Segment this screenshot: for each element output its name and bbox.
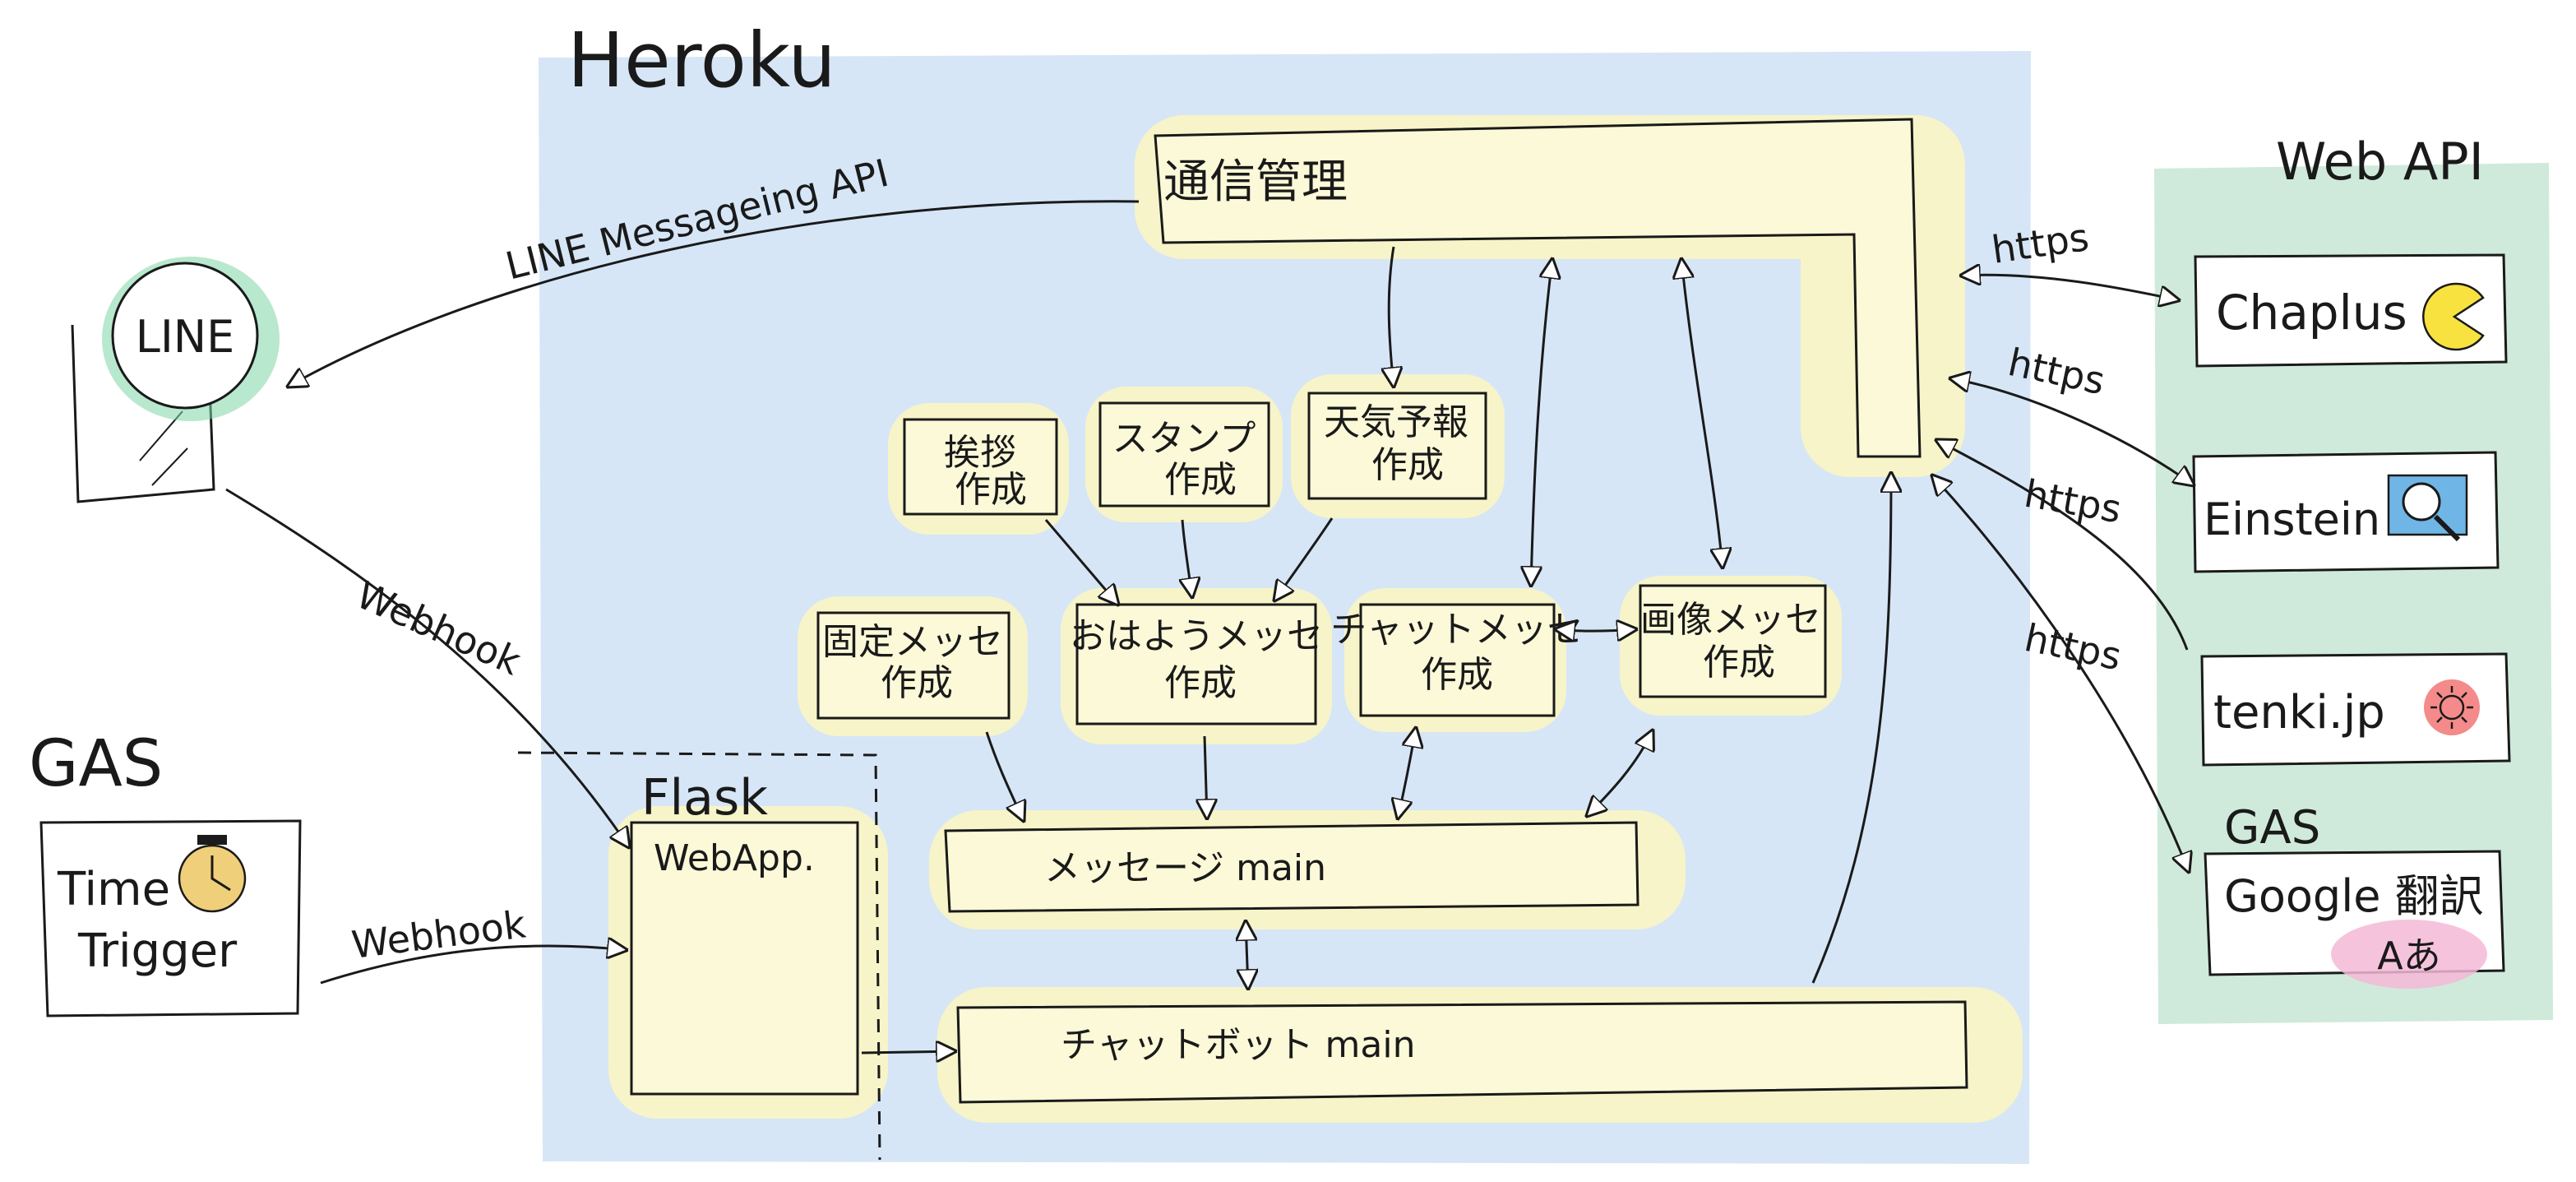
aisatsu-box: 挨拶 作成 <box>903 418 1058 516</box>
line-label: LINE <box>136 311 235 363</box>
edge-tsushin-chat <box>1531 259 1552 586</box>
edge-webhook-gas <box>320 946 627 985</box>
chaplus-label: Chaplus <box>2216 285 2407 341</box>
aisatsu-label-2: 作成 <box>955 469 1027 511</box>
ohayo-label-1: おはようメッセ <box>1070 615 1323 657</box>
google-translate-box: GAS Google 翻訳 Aあ <box>2204 801 2505 989</box>
heroku-label: Heroku <box>567 16 836 104</box>
translate-badge: Aあ <box>2377 934 2440 978</box>
chaplus-box: Chaplus <box>2194 253 2508 368</box>
kotei-label-2: 作成 <box>881 662 953 704</box>
stamp-box: スタンプ 作成 <box>1098 401 1270 508</box>
einstein-box: Einstein <box>2192 451 2500 573</box>
edge-webapp-chatbot <box>861 1051 955 1053</box>
flask-label: Flask <box>641 769 768 827</box>
gazo-label-1: 画像メッセ <box>1640 599 1821 641</box>
flask-region: Flask WebApp. <box>517 751 881 1161</box>
message-main-label: メッセージ main <box>1044 847 1326 889</box>
gazo-label-2: 作成 <box>1703 642 1775 684</box>
edge-label-https-4: https <box>2021 615 2125 679</box>
ohayo-box: おはようメッセ 作成 <box>1070 603 1323 725</box>
edge-gazo-main <box>1587 730 1653 816</box>
webapp-label: WebApp. <box>654 837 815 879</box>
edge-label-webhook-line: Webhook <box>350 572 528 684</box>
edge-label-webhook-gas: Webhook <box>349 902 529 967</box>
tsushin-kanri-label: 通信管理 <box>1163 155 1348 209</box>
edge-https-einstein <box>1950 378 2194 485</box>
edge-kotei-main <box>985 731 1024 821</box>
stamp-label-2: 作成 <box>1164 459 1237 501</box>
stamp-label-1: スタンプ <box>1112 418 1256 460</box>
edge-message-chatbot <box>1246 921 1248 989</box>
line-node: LINE <box>71 257 280 503</box>
tenki-label-2: 作成 <box>1371 444 1444 486</box>
message-main-box: メッセージ main <box>944 821 1639 913</box>
gas-left-label: GAS <box>29 727 163 801</box>
chatbot-main-box: チャットボット main <box>956 1000 1968 1104</box>
tenki-box: 天気予報 作成 <box>1307 392 1487 500</box>
time-label: Time <box>57 863 170 916</box>
edge-https-google <box>1932 475 2189 872</box>
web-api-region: Web API <box>2154 132 2553 1024</box>
gazo-box: 画像メッセ 作成 <box>1639 584 1827 698</box>
tenki-label-1: 天気予報 <box>1324 401 1468 443</box>
edge-chat-gazo <box>1556 629 1636 631</box>
edge-stamp-ohayo <box>1182 519 1192 597</box>
web-api-label: Web API <box>2276 132 2484 192</box>
ohayo-label-2: 作成 <box>1164 662 1237 704</box>
edge-ohayo-main <box>1205 735 1207 818</box>
gas-time-trigger: GAS Time Trigger <box>29 727 302 1017</box>
clock-icon <box>178 835 247 913</box>
tenkijp-label: tenki.jp <box>2213 686 2385 739</box>
edge-tsushin-tenki <box>1389 246 1394 387</box>
edge-https-chaplus <box>1961 275 2179 300</box>
edges <box>225 200 2194 1053</box>
edge-tsushin-gazo <box>1681 259 1723 568</box>
trigger-label: Trigger <box>77 925 238 978</box>
tenkijp-box: tenki.jp <box>2200 652 2511 767</box>
tsushin-kanri-box: 通信管理 <box>1154 118 1922 458</box>
google-translate-label: Google 翻訳 <box>2224 870 2484 922</box>
edge-tenki-ohayo <box>1274 517 1334 600</box>
chatbot-main-label: チャットボット main <box>1061 1024 1415 1066</box>
edge-chatbot-tsushin <box>1811 473 1891 984</box>
chat-msg-label-1: チャットメッセ <box>1330 609 1584 651</box>
einstein-label: Einstein <box>2204 494 2380 545</box>
kotei-box: 固定メッセ 作成 <box>816 611 1011 720</box>
edge-chat-main <box>1398 728 1416 818</box>
magnifier-icon <box>2387 474 2468 542</box>
edge-webhook-line <box>225 488 629 847</box>
chat-msg-label-2: 作成 <box>1421 654 1493 696</box>
kotei-label-1: 固定メッセ <box>822 621 1003 663</box>
chat-msg-box: チャットメッセ 作成 <box>1330 603 1584 717</box>
edge-line-api <box>288 200 1140 387</box>
edge-aisatsu-ohayo <box>1044 519 1118 605</box>
sun-icon <box>2424 679 2480 735</box>
pacman-icon <box>2422 282 2485 351</box>
aisatsu-label-1: 挨拶 <box>944 432 1016 474</box>
edge-label-https-3: https <box>2021 471 2125 532</box>
gas-right-label: GAS <box>2224 801 2320 855</box>
